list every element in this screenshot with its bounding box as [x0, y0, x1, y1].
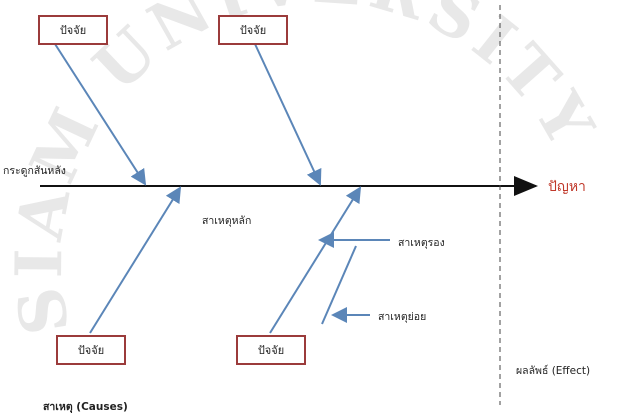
bone-bottom-left [89, 186, 182, 334]
factor-box-bottom-right: ปัจจัย [236, 335, 306, 365]
secondary-cause-label: สาเหตุรอง [398, 237, 445, 249]
sub-cause-label: สาเหตุย่อย [378, 311, 427, 323]
bone-bottom-right [269, 186, 362, 334]
effect-label: ผลลัพธ์ (Effect) [516, 365, 591, 377]
factor-label: ปัจจัย [77, 344, 105, 357]
causes-label: สาเหตุ (Causes) [43, 401, 128, 413]
factor-box-top-right: ปัจจัย [218, 15, 288, 45]
factor-box-bottom-left: ปัจจัย [56, 335, 126, 365]
factor-label: ปัจจัย [257, 344, 285, 357]
sub-cause-branch [321, 245, 357, 325]
spine-label: กระดูกสันหลัง [3, 165, 66, 177]
main-cause-label: สาเหตุหลัก [202, 215, 252, 227]
problem-label: ปัญหา [548, 179, 586, 195]
factor-box-top-left: ปัจจัย [38, 15, 108, 45]
bone-top-left [54, 43, 147, 186]
factor-label: ปัจจัย [239, 24, 267, 37]
factor-label: ปัจจัย [59, 24, 87, 37]
bone-top-right [254, 43, 322, 186]
